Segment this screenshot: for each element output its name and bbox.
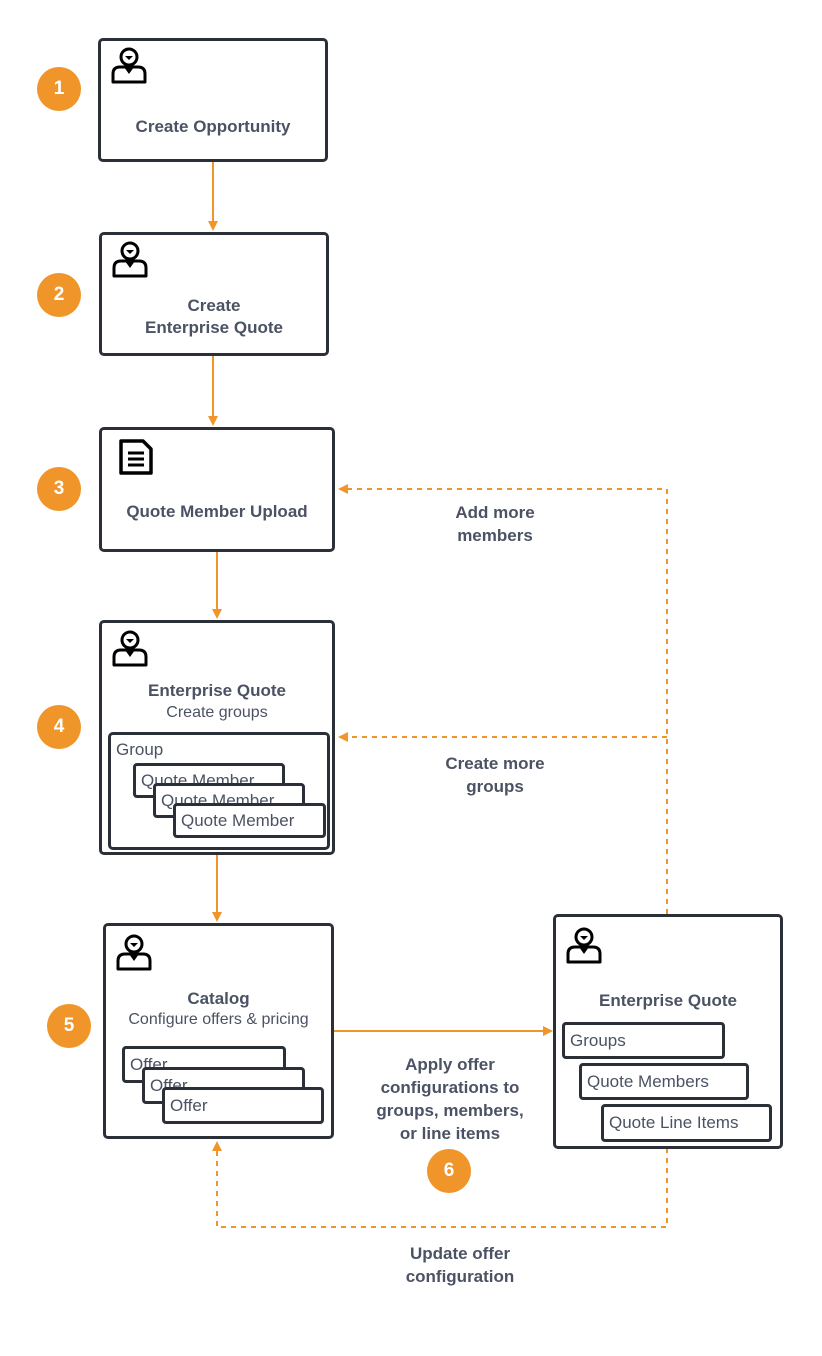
step-4-title: Enterprise Quote xyxy=(148,681,286,700)
group-container: Group Quote Member Quote Member Quote Me… xyxy=(108,732,330,850)
step-badge-5: 5 xyxy=(47,1004,91,1048)
step-badge-2: 2 xyxy=(37,273,81,317)
apply-offer-line-3: groups, members, xyxy=(376,1101,524,1120)
person-icon xyxy=(565,926,603,964)
add-more-members-label: Add more members xyxy=(420,501,570,547)
step-4-enterprise-quote-groups: Enterprise Quote Create groups Group Quo… xyxy=(99,620,335,855)
person-icon xyxy=(115,933,153,971)
offer-card: Offer xyxy=(162,1087,324,1124)
person-icon xyxy=(111,629,149,667)
create-more-groups-label: Create more groups xyxy=(415,752,575,798)
dashed-add-members xyxy=(338,484,668,914)
step-4-subtitle: Create groups xyxy=(166,704,268,721)
person-icon xyxy=(111,240,149,278)
step-5-title: Catalog xyxy=(187,989,250,1008)
step-3-title: Quote Member Upload xyxy=(126,502,308,521)
groups-card: Groups xyxy=(562,1022,725,1059)
step-badge-3: 3 xyxy=(37,467,81,511)
quote-member-card: Quote Member xyxy=(173,803,326,838)
add-more-members-line-2: members xyxy=(457,526,533,545)
create-more-groups-line-2: groups xyxy=(466,777,524,796)
update-offer-label: Update offer configuration xyxy=(370,1242,550,1288)
create-more-groups-line-1: Create more xyxy=(445,754,545,773)
document-icon xyxy=(117,438,155,476)
step-1-create-opportunity: Create Opportunity xyxy=(98,38,328,162)
quote-line-items-card: Quote Line Items xyxy=(601,1104,772,1142)
apply-offer-line-4: or line items xyxy=(399,1124,501,1143)
step-3-quote-member-upload: Quote Member Upload xyxy=(99,427,335,552)
step-2-create-enterprise-quote: Create Enterprise Quote xyxy=(99,232,329,356)
step-1-title: Create Opportunity xyxy=(135,117,291,136)
update-offer-line-1: Update offer xyxy=(409,1244,511,1263)
enterprise-quote-title: Enterprise Quote xyxy=(599,991,737,1010)
group-label: Group xyxy=(116,740,164,759)
add-more-members-line-1: Add more xyxy=(455,503,535,522)
step-badge-6: 6 xyxy=(427,1149,471,1193)
step-5-subtitle: Configure offers & pricing xyxy=(128,1011,309,1028)
update-offer-line-2: configuration xyxy=(405,1267,515,1286)
step-badge-1: 1 xyxy=(37,67,81,111)
step-2-title-line-1: Create xyxy=(187,296,241,315)
step-badge-4: 4 xyxy=(37,705,81,749)
enterprise-quote-box: Enterprise Quote Groups Quote Members Qu… xyxy=(553,914,783,1149)
apply-offer-line-1: Apply offer xyxy=(405,1055,495,1074)
step-5-catalog: Catalog Configure offers & pricing Offer… xyxy=(103,923,334,1139)
dashed-update-offer xyxy=(212,1141,668,1228)
quote-members-card: Quote Members xyxy=(579,1063,749,1100)
step-2-title-line-2: Enterprise Quote xyxy=(145,318,283,337)
person-icon xyxy=(110,46,148,84)
apply-offer-line-2: configurations to xyxy=(380,1078,520,1097)
apply-offer-label: Apply offer configurations to groups, me… xyxy=(360,1053,540,1145)
